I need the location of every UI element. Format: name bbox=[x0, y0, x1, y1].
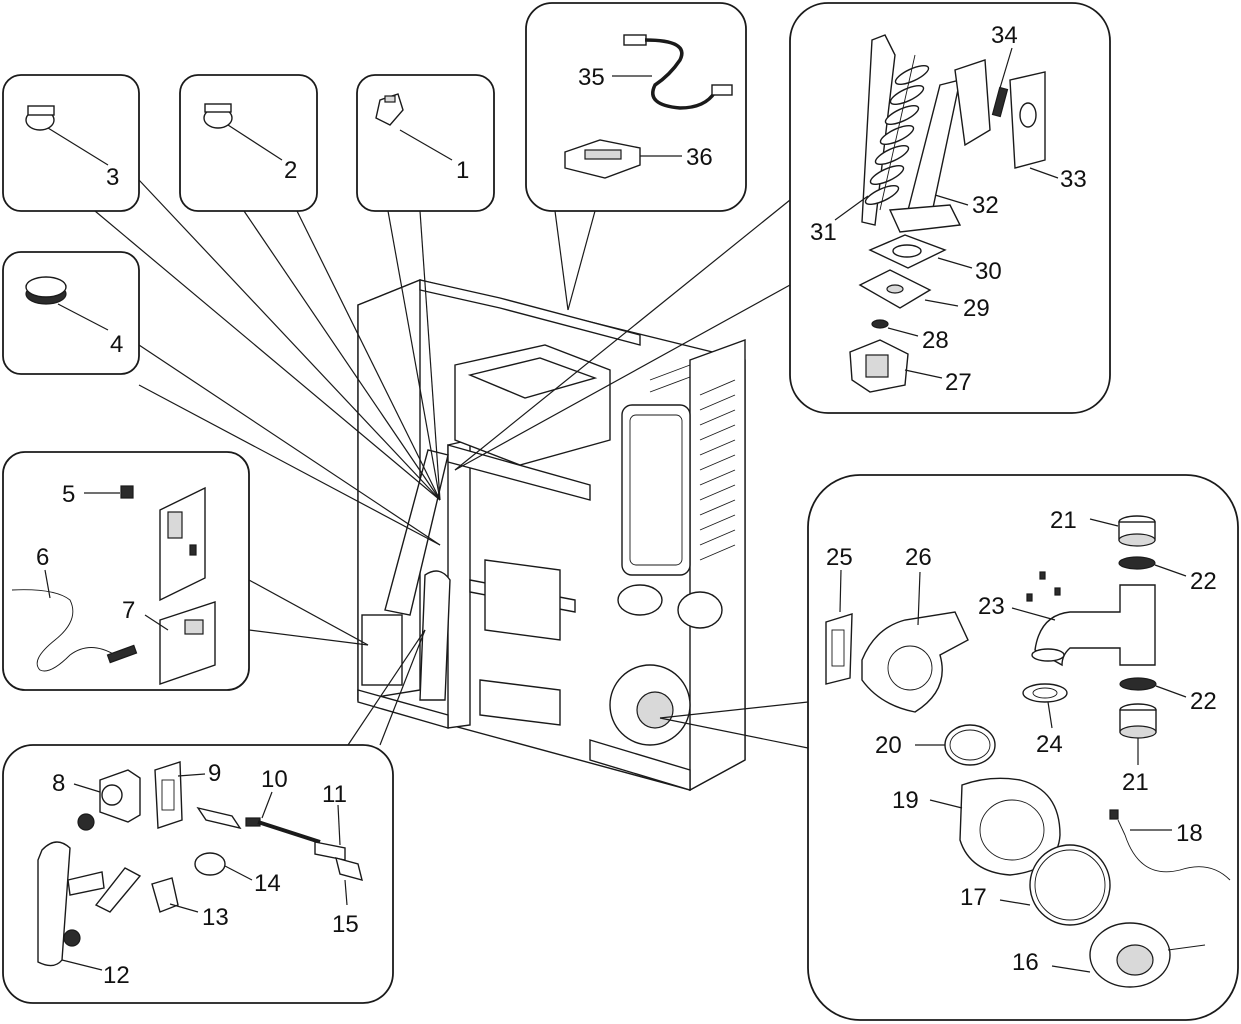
callout-29: 29 bbox=[963, 295, 990, 322]
main-board-drawing bbox=[159, 486, 206, 602]
callout-35: 35 bbox=[578, 64, 605, 91]
callout-7: 7 bbox=[122, 597, 135, 624]
callout-3: 3 bbox=[106, 164, 119, 191]
panel-leader-lines bbox=[94, 179, 809, 749]
panel-part-2: 2 bbox=[179, 74, 318, 212]
callout-36: 36 bbox=[686, 144, 713, 171]
callout-22b: 22 bbox=[1190, 688, 1217, 715]
panel-part-1: 1 bbox=[356, 74, 495, 212]
panel-parts-8-15: 8 9 10 11 15 14 13 12 bbox=[2, 744, 394, 1004]
callout-22a: 22 bbox=[1190, 568, 1217, 595]
callout-30: 30 bbox=[975, 258, 1002, 285]
callout-4: 4 bbox=[110, 331, 123, 358]
callout-5: 5 bbox=[62, 481, 75, 508]
part-5-drawing bbox=[120, 485, 134, 499]
display-36-drawing bbox=[564, 139, 641, 179]
board-7-drawing bbox=[159, 601, 216, 685]
callout-26: 26 bbox=[905, 544, 932, 571]
callout-18: 18 bbox=[1176, 820, 1203, 847]
callout-1: 1 bbox=[456, 157, 469, 184]
callout-21b: 21 bbox=[1122, 769, 1149, 796]
thermostat-3-drawing bbox=[25, 105, 55, 131]
callout-12: 12 bbox=[103, 962, 130, 989]
callout-19: 19 bbox=[892, 787, 919, 814]
callout-23: 23 bbox=[978, 593, 1005, 620]
probe-6-drawing bbox=[11, 589, 138, 672]
panel-parts-16-26: 25 26 21 22 23 24 22 bbox=[807, 474, 1239, 1021]
callout-21a: 21 bbox=[1050, 507, 1077, 534]
panel-parts-35-36: 35 36 bbox=[525, 2, 747, 212]
callout-15: 15 bbox=[332, 911, 359, 938]
thermostat-1-drawing bbox=[375, 93, 404, 126]
callout-20: 20 bbox=[875, 732, 902, 759]
callout-8: 8 bbox=[52, 770, 65, 797]
panel-parts-5-7: 5 7 6 bbox=[2, 451, 250, 691]
cable-35-drawing bbox=[623, 34, 733, 110]
callout-24: 24 bbox=[1036, 731, 1063, 758]
callout-11: 11 bbox=[322, 781, 347, 808]
stove-body bbox=[357, 278, 746, 792]
cap-4-drawing bbox=[25, 276, 67, 305]
louvers bbox=[649, 364, 736, 561]
panel-part-4: 4 bbox=[2, 251, 140, 375]
callout-16: 16 bbox=[1012, 949, 1039, 976]
callout-2: 2 bbox=[284, 157, 297, 184]
callout-13: 13 bbox=[202, 904, 229, 931]
callout-17: 17 bbox=[960, 884, 987, 911]
callout-33: 33 bbox=[1060, 166, 1087, 193]
callout-14: 14 bbox=[254, 870, 281, 897]
callout-31: 31 bbox=[810, 219, 837, 246]
callout-32: 32 bbox=[972, 192, 999, 219]
callout-10: 10 bbox=[261, 766, 288, 793]
callout-28: 28 bbox=[922, 327, 949, 354]
auger-screw-drawing bbox=[864, 54, 930, 211]
callout-6: 6 bbox=[36, 544, 49, 571]
panel-parts-27-34: 31 32 33 34 30 29 28 27 bbox=[789, 2, 1111, 414]
callout-9: 9 bbox=[208, 760, 221, 787]
callout-34: 34 bbox=[991, 22, 1018, 49]
panel-part-3: 3 bbox=[2, 74, 140, 212]
thermostat-2-drawing bbox=[203, 103, 233, 129]
callout-25: 25 bbox=[826, 544, 853, 571]
callout-27: 27 bbox=[945, 369, 972, 396]
